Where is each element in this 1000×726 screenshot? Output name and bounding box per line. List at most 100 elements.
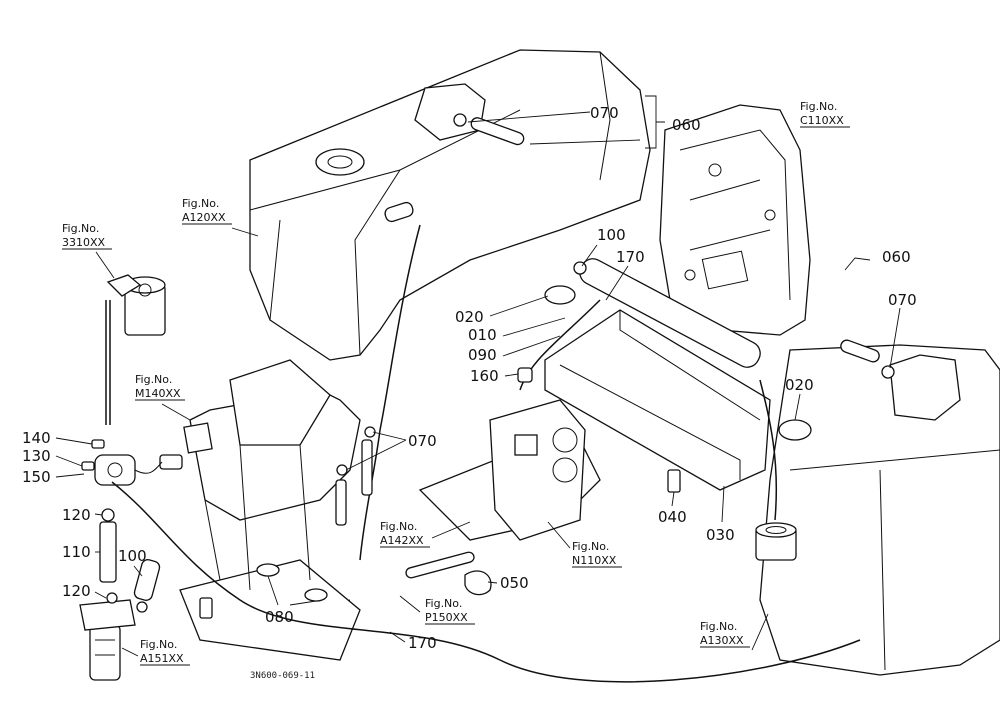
fig-f-a120-leader	[231, 227, 259, 237]
fig-f-3310-leader	[95, 251, 115, 279]
fig-ref-f-a130: Fig.No.A130XX	[700, 620, 750, 648]
tank-bracket	[544, 258, 771, 491]
fig-f-p150-leader	[399, 595, 421, 613]
part-p020-right-leader	[794, 393, 801, 421]
part-p080-leader	[289, 600, 317, 606]
fig-ref-line1: Fig.No.	[62, 222, 99, 235]
part-label-p100-bot: 100	[118, 547, 147, 565]
fig-ref-f-a142: Fig.No.A142XX	[380, 520, 430, 548]
part-p090-leader	[502, 335, 561, 357]
part-p070-mid-leader	[345, 439, 407, 471]
part-label-p170-top: 170	[616, 248, 645, 266]
fig-ref-line1: Fig.No.	[700, 620, 737, 633]
fig-ref-line2: A151XX	[140, 652, 184, 665]
fig-f-m140-leader	[161, 403, 191, 421]
part-p160-leader	[504, 373, 519, 377]
part-p070-mid-leader	[372, 431, 407, 441]
part-label-p040: 040	[658, 508, 687, 526]
part-label-p060-right: 060	[882, 248, 911, 266]
part-p030-leader	[721, 485, 725, 523]
fig-ref-f-p150: Fig.No.P150XX	[425, 597, 475, 625]
fuel-strainer	[79, 599, 136, 681]
fig-f-n110-leader	[547, 521, 571, 549]
part-p070-right-leader	[889, 307, 901, 369]
part-p150-leader	[55, 473, 85, 478]
fig-ref-line2: P150XX	[425, 611, 468, 624]
part-label-p070-mid: 070	[408, 432, 437, 450]
part-p010-leader	[502, 317, 566, 337]
fig-ref-line2: N110XX	[572, 554, 617, 567]
main-fuel-tank	[249, 49, 651, 361]
part-p170-top-leader	[605, 265, 629, 301]
part-p060-top-leader	[529, 139, 641, 145]
part-p070-top-leader	[467, 111, 591, 123]
part-p040-leader	[671, 491, 675, 507]
fig-ref-f-a120: Fig.No.A120XX	[182, 197, 232, 225]
part-p120-a-leader	[94, 513, 103, 516]
fuel-filter-upper	[106, 274, 166, 336]
diagram-code: 3N600-069-11	[250, 671, 315, 681]
part-label-p090: 090	[468, 346, 497, 364]
fuel-lines	[99, 117, 880, 683]
fig-ref-line2: M140XX	[135, 387, 181, 400]
part-label-p160: 160	[470, 367, 499, 385]
fig-ref-f-c110: Fig.No.C110XX	[800, 100, 850, 128]
fig-ref-f-3310: Fig.No.3310XX	[62, 222, 112, 250]
part-label-p060-top: 060	[672, 116, 701, 134]
fig-ref-line1: Fig.No.	[140, 638, 177, 651]
part-label-p020-left: 020	[455, 308, 484, 326]
part-p080-leader	[267, 575, 279, 606]
part-p100-top-leader	[581, 244, 598, 267]
hose-clamps	[81, 113, 895, 619]
fig-ref-line1: Fig.No.	[572, 540, 609, 553]
part-label-p050: 050	[500, 574, 529, 592]
frame-plate	[418, 399, 601, 541]
fig-ref-f-a151: Fig.No.A151XX	[140, 638, 190, 666]
part-label-p120-b: 120	[62, 582, 91, 600]
fig-ref-f-m140: Fig.No.M140XX	[135, 373, 185, 401]
fig-ref-line1: Fig.No.	[182, 197, 219, 210]
fig-ref-line1: Fig.No.	[800, 100, 837, 113]
fig-ref-line2: A142XX	[380, 534, 424, 547]
part-label-p120-a: 120	[62, 506, 91, 524]
part-label-p140: 140	[22, 429, 51, 447]
group-bracket-060-top	[645, 95, 665, 149]
part-label-p080: 080	[265, 608, 294, 626]
fuel-pump	[94, 454, 183, 486]
part-p170-bot-leader	[389, 631, 406, 643]
frame-bracket	[179, 359, 361, 661]
fig-ref-line2: 3310XX	[62, 236, 106, 249]
part-p050-leader	[487, 581, 498, 584]
part-label-p100-top: 100	[597, 226, 626, 244]
fig-ref-line1: Fig.No.	[135, 373, 172, 386]
group-bracket-060-right	[844, 257, 871, 271]
transmission-housing	[659, 104, 811, 336]
fig-ref-line2: A120XX	[182, 211, 226, 224]
fig-f-a142-leader	[431, 521, 471, 539]
part-label-p170-bot: 170	[408, 634, 437, 652]
part-p140-leader	[55, 437, 93, 445]
part-p130-leader	[55, 455, 83, 467]
part-label-p070-top: 070	[590, 104, 619, 122]
fig-f-a151-leader	[121, 647, 139, 657]
leader-lines	[55, 111, 901, 657]
fig-f-a130-leader	[751, 613, 769, 651]
fig-ref-line2: C110XX	[800, 114, 844, 127]
fig-ref-line1: Fig.No.	[425, 597, 462, 610]
part-label-p020-right: 020	[785, 376, 814, 394]
part-label-p150: 150	[22, 468, 51, 486]
part-p120-b-leader	[94, 591, 107, 599]
part-p100-bot-leader	[133, 565, 143, 577]
part-label-p130: 130	[22, 447, 51, 465]
part-label-p110: 110	[62, 543, 91, 561]
part-p020-left-leader	[489, 295, 549, 317]
fig-ref-line2: A130XX	[700, 634, 744, 647]
fig-ref-f-n110: Fig.No.N110XX	[572, 540, 622, 568]
part-label-p070-right: 070	[888, 291, 917, 309]
figure-references: Fig.No.C110XXFig.No.A120XXFig.No.3310XXF…	[62, 100, 850, 666]
right-fuel-tank	[755, 344, 1000, 676]
fig-ref-line1: Fig.No.	[380, 520, 417, 533]
part-labels: 0700601001700200100901600600700200701401…	[22, 104, 917, 652]
